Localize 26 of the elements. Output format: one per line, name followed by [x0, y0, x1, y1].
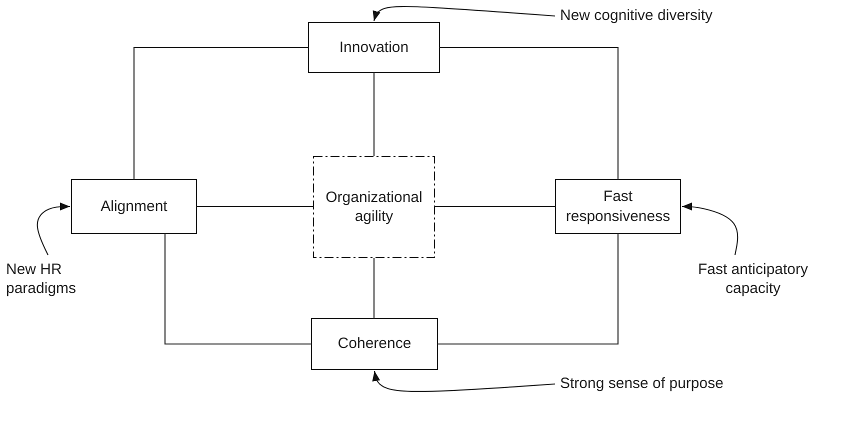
connector-line	[438, 234, 619, 345]
process-box	[71, 179, 197, 234]
annotation-text: Fast anticipatory capacity	[696, 260, 810, 298]
box-label: Alignment	[100, 196, 168, 216]
connector-line	[373, 258, 375, 318]
curved-arrow	[36, 202, 70, 256]
curved-arrow	[372, 6, 556, 22]
connector-line	[197, 206, 313, 208]
annotation-text: New HR paradigms	[6, 260, 78, 298]
connector-line	[435, 206, 555, 208]
connector-line	[373, 73, 375, 156]
box-label: Innovation	[339, 38, 409, 58]
central-box	[313, 156, 435, 258]
curved-arrow	[372, 370, 556, 392]
box-label: Fast responsiveness	[564, 187, 672, 226]
connector-line	[133, 46, 308, 179]
connector-line	[164, 234, 311, 345]
process-box	[308, 22, 440, 73]
process-box	[311, 318, 438, 370]
process-box	[555, 179, 681, 234]
connector-line	[440, 46, 619, 179]
box-label: Organizational agility	[324, 188, 424, 226]
annotation-text: New cognitive diversity	[560, 6, 713, 26]
curved-arrow	[682, 202, 738, 256]
annotation-text: Strong sense of purpose	[560, 374, 724, 394]
box-label: Coherence	[338, 334, 412, 354]
